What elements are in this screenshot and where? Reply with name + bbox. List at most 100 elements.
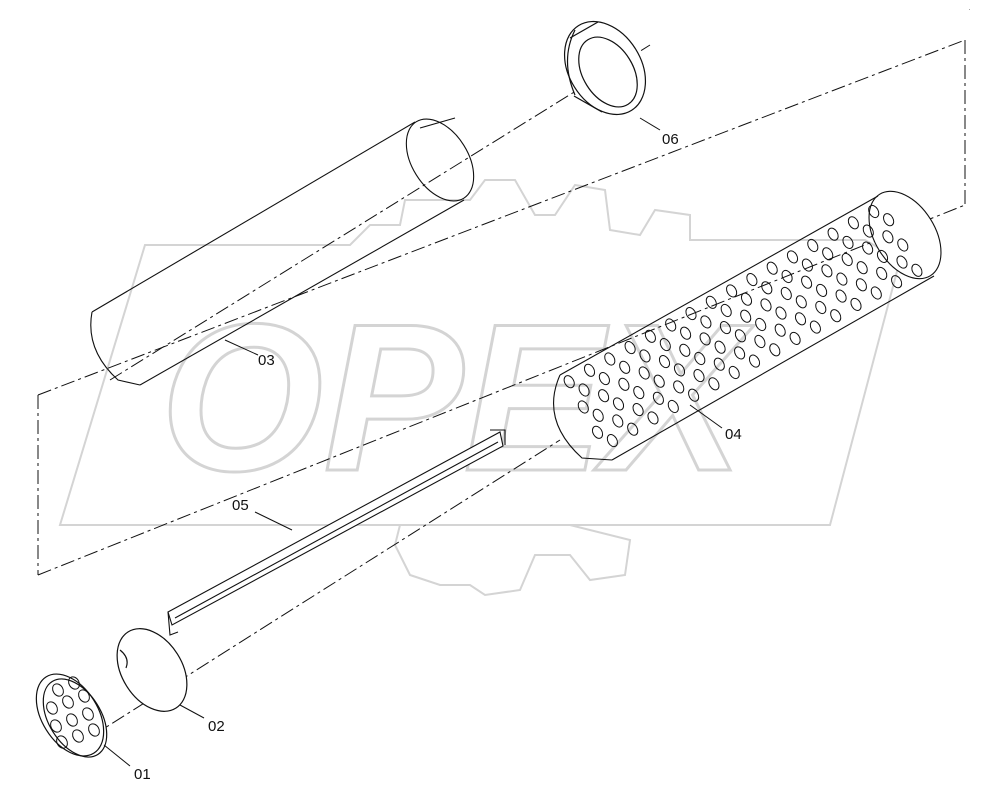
perforation-hole (563, 375, 575, 389)
perforation-hole (734, 346, 746, 360)
perforation-hole (882, 230, 894, 244)
perforation-hole (659, 338, 671, 352)
perforation-hole (653, 374, 665, 388)
leader-06 (639, 117, 661, 131)
perforation-hole (794, 312, 807, 326)
plate-hole (78, 689, 90, 703)
plate-hole (50, 719, 62, 733)
perforation-hole (740, 309, 752, 323)
perforation-hole (708, 377, 720, 391)
perforation-hole (673, 380, 685, 394)
perforation-hole (693, 369, 705, 383)
leader-lines (103, 117, 723, 767)
perforation-hole (775, 306, 787, 320)
perforation-hole (754, 334, 766, 349)
callout-06: 06 (662, 131, 679, 148)
perforation-hole (719, 321, 731, 335)
perforation-hole (746, 273, 758, 287)
watermark-logo: OPEX (58, 179, 902, 597)
perforation-hole (612, 397, 625, 411)
perforation-hole (673, 363, 686, 377)
upper-boundary-line (37, 39, 966, 396)
leader-03 (224, 339, 259, 356)
assembly-lines (37, 39, 966, 751)
perforation-hole (705, 295, 717, 309)
perforation-hole (761, 281, 773, 295)
perforation-hole (836, 272, 848, 286)
plate-hole (46, 701, 58, 715)
plate-hole (56, 735, 68, 749)
perforation-hole (876, 266, 888, 280)
perforation-hole (795, 295, 807, 309)
perforation-hole (578, 383, 590, 397)
perforation-hole (694, 351, 706, 366)
perforation-hole (835, 289, 847, 303)
plate-hole (68, 676, 80, 690)
part-03-tube (90, 117, 475, 386)
perforation-hole (624, 341, 636, 355)
perforation-hole (855, 278, 867, 292)
perforation-hole (821, 264, 833, 278)
part-05-rod (167, 429, 506, 636)
perforation-hole (598, 372, 610, 386)
perforation-hole (780, 286, 792, 301)
perforation-hole (862, 241, 874, 255)
perforation-hole (807, 238, 819, 253)
perforation-hole (774, 323, 786, 337)
perforation-hole (728, 365, 740, 380)
plate-hole (62, 695, 74, 709)
callout-05: 05 (232, 497, 249, 514)
perforation-hole (604, 352, 616, 366)
perforation-hole (822, 247, 834, 261)
perforation-hole (619, 360, 631, 374)
end-plate-holes (46, 676, 100, 749)
perforation-hole (592, 408, 604, 422)
callout-04: 04 (725, 426, 742, 443)
perforation-hole (766, 261, 778, 275)
perforation-hole (862, 224, 874, 238)
leader-01 (103, 744, 131, 767)
perforation-hole (633, 386, 645, 400)
perforation-hole (827, 227, 839, 241)
perforation-hole (598, 389, 610, 403)
perforation-hole (667, 399, 679, 414)
perforation-hole (809, 320, 821, 334)
perforation-hole (658, 355, 671, 369)
perforation-hole (665, 318, 677, 332)
perforation-hole (679, 343, 691, 357)
perforation-hole (591, 425, 604, 439)
part-01-end-plate (35, 673, 108, 758)
perforation-hole (680, 326, 692, 340)
leader-05 (254, 511, 293, 531)
part-02-disc (116, 628, 188, 712)
perforation-hole (644, 329, 656, 343)
perforation-hole (652, 391, 664, 405)
callout-01: 01 (134, 766, 151, 783)
plate-hole (88, 723, 100, 737)
perforation-hole (897, 238, 909, 252)
perforation-hole (606, 434, 618, 448)
perforation-hole (891, 275, 903, 289)
perforation-hole (714, 340, 726, 354)
watermark-gear (58, 179, 902, 597)
callout-02: 02 (208, 718, 225, 735)
perforation-hole (612, 414, 624, 428)
corner-mark: · (968, 4, 971, 14)
perforation-hole (713, 357, 725, 371)
perforation-holes (563, 204, 923, 448)
perforation-hole (830, 309, 842, 323)
perforation-hole (816, 283, 828, 297)
perforation-hole (842, 235, 854, 249)
perforation-hole (627, 422, 639, 436)
leader-02 (179, 704, 205, 719)
part-06-bushing (563, 20, 647, 116)
perforation-hole (726, 284, 738, 298)
plate-hole (52, 683, 64, 697)
perforation-hole (847, 216, 859, 230)
lower-boundary-line (37, 204, 966, 576)
perforation-hole (639, 349, 651, 363)
tube-axis-line (109, 44, 651, 381)
perforation-hole (789, 331, 801, 345)
